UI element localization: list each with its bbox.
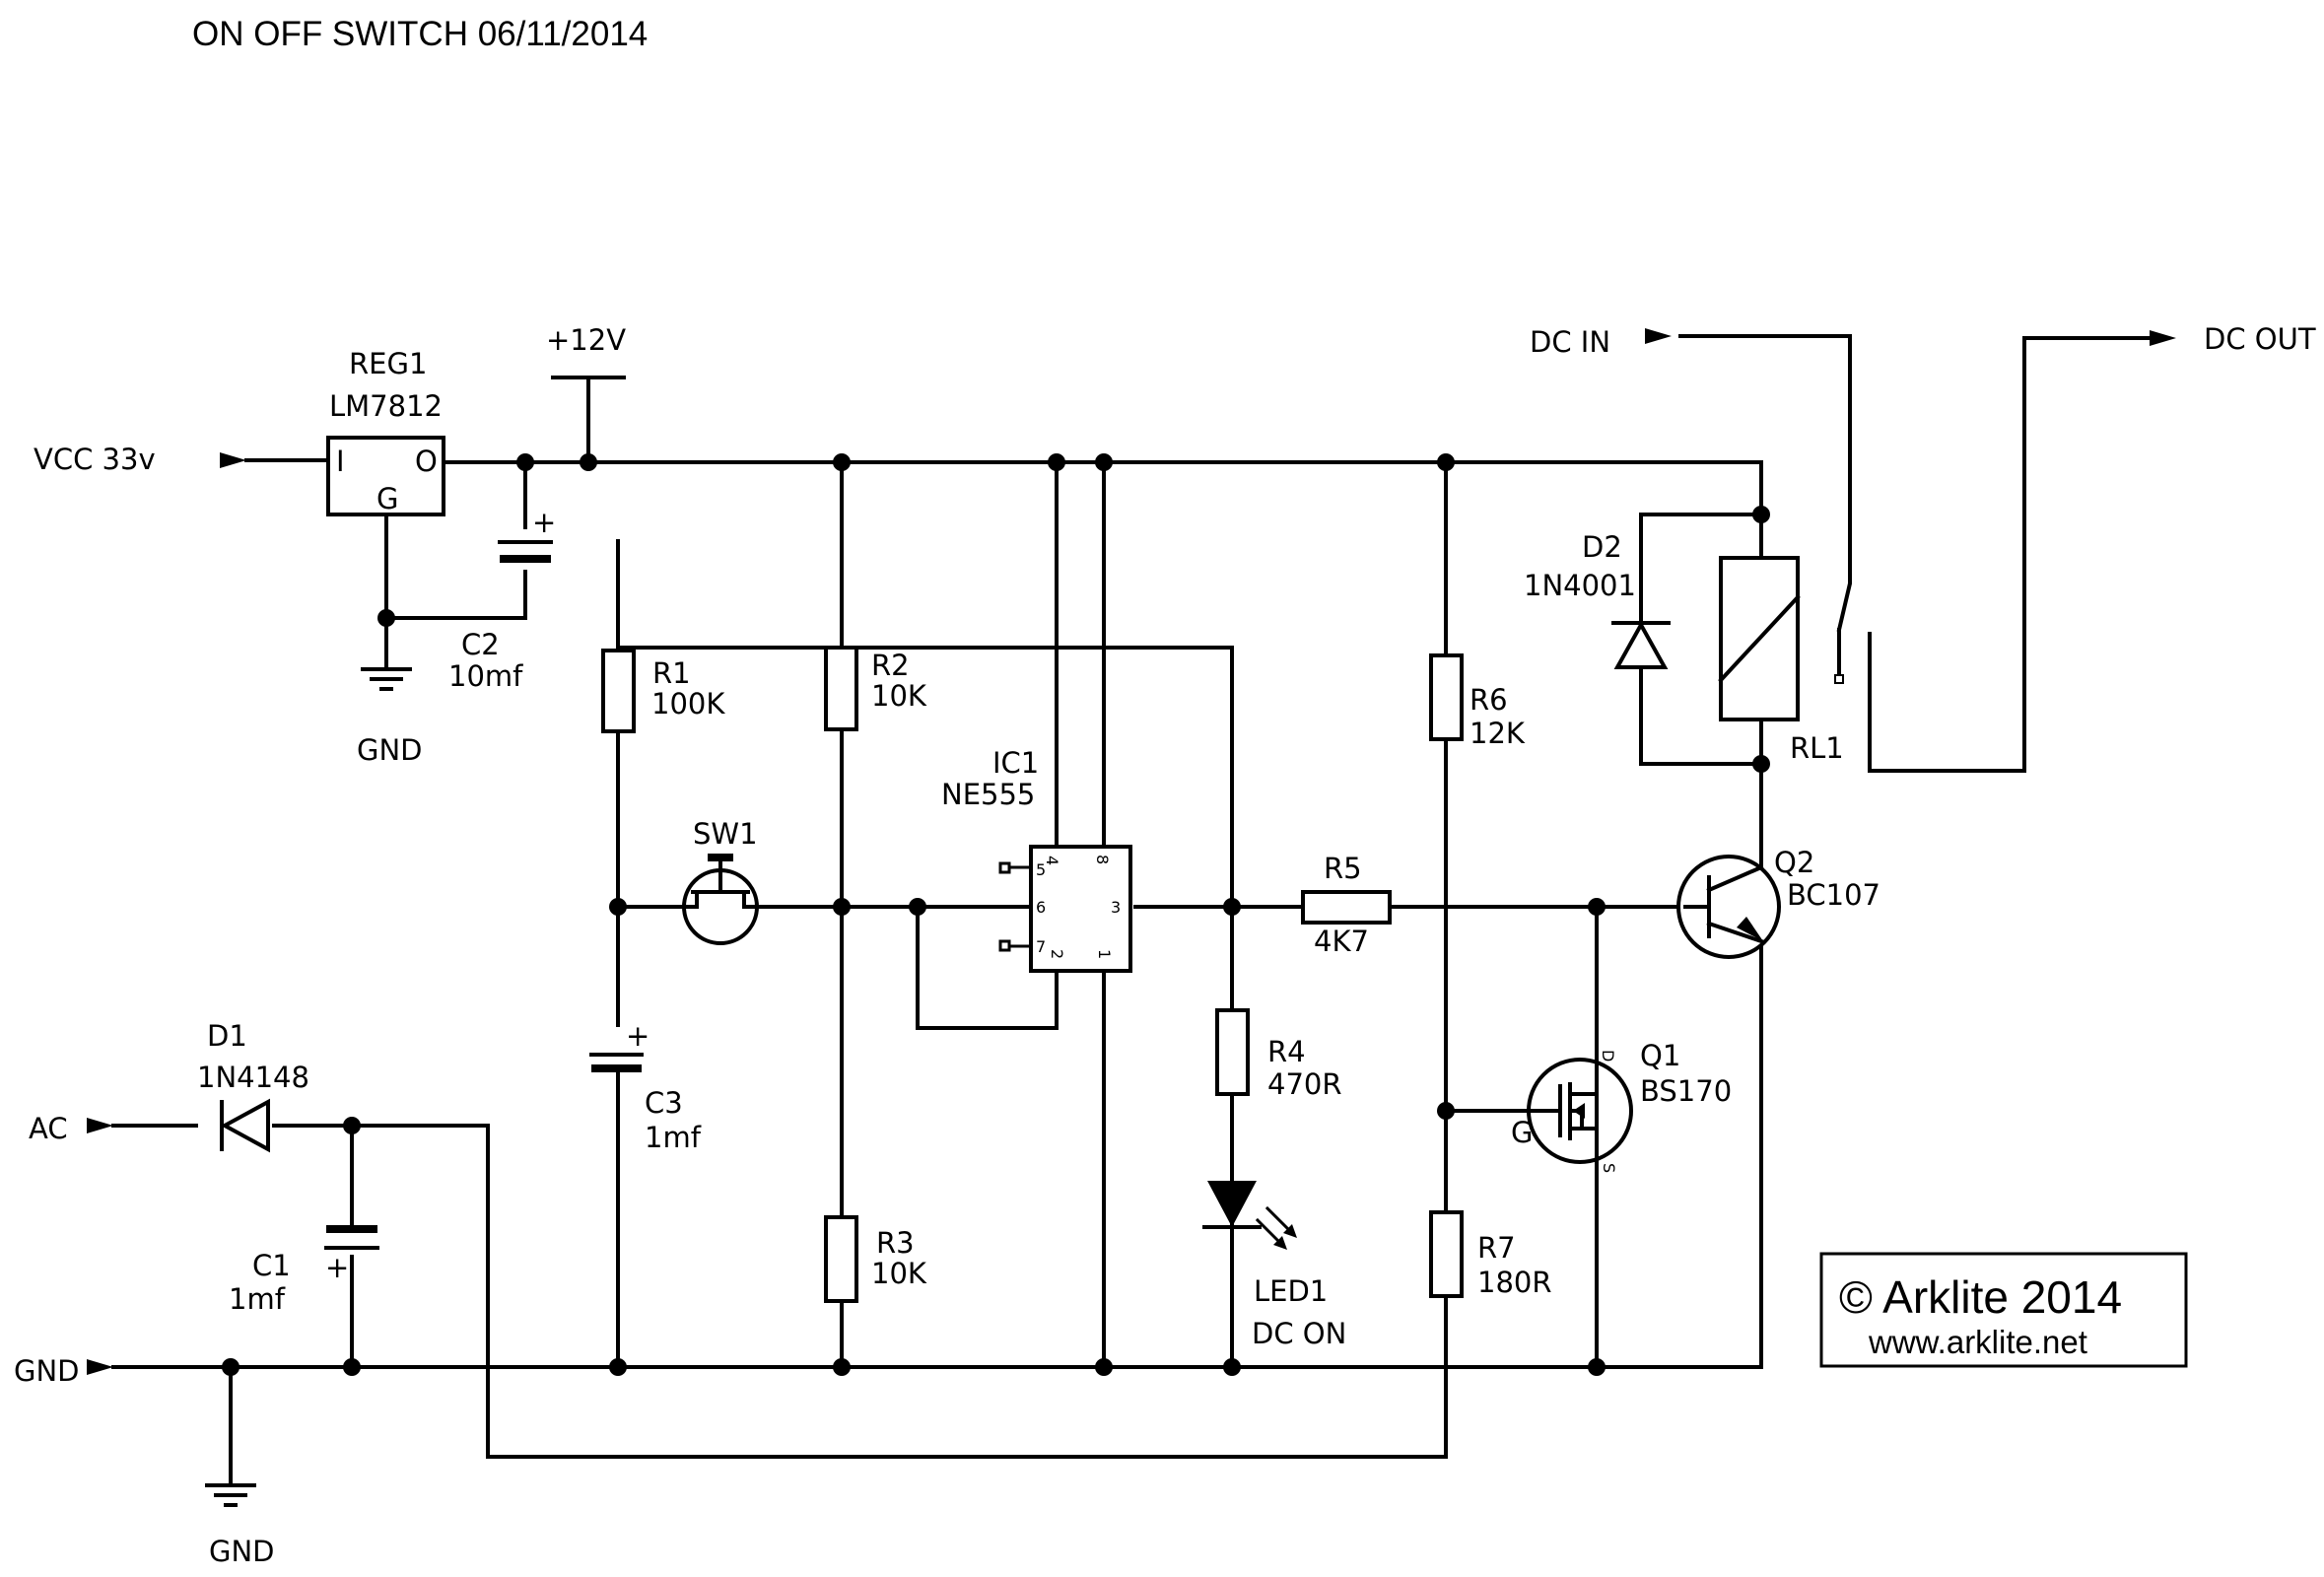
r5-resistor [1301,890,1392,925]
dc-in-label: DC IN [1530,325,1610,359]
q1-value: BS170 [1640,1074,1732,1108]
led1-value: DC ON [1252,1317,1346,1350]
r1-ref: R1 [652,656,691,690]
dc-in-arrow [1645,328,1672,344]
led1 [1202,1181,1297,1250]
r1-resistor [601,649,636,733]
svg-text:4: 4 [1043,856,1061,865]
d1-value: 1N4148 [197,1061,309,1094]
reg1-value: LM7812 [329,389,443,423]
svg-text:2: 2 [1048,949,1066,959]
r4-resistor [1215,1008,1250,1096]
r4-ref: R4 [1267,1035,1306,1068]
svg-text:8: 8 [1093,855,1112,864]
r3-ref: R3 [876,1226,915,1260]
svg-text:+: + [626,1019,649,1053]
rl1-ref: RL1 [1790,731,1844,765]
ic1-value: NE555 [941,778,1035,811]
r2-value: 10K [871,679,927,713]
copyright-box: © Arklite 2014 www.arklite.net [1819,1252,2188,1368]
rl1-relay-coil [1718,556,1801,721]
ac-arrow [87,1118,113,1133]
svg-text:5: 5 [1036,860,1046,879]
q1-pin-g: G [1511,1116,1533,1149]
c3-ref: C3 [645,1086,683,1120]
q2-npn-transistor [1676,855,1781,959]
gnd-arrow [87,1359,113,1375]
c1-ref: C1 [252,1249,291,1282]
q2-ref: Q2 [1774,846,1814,879]
r6-value: 12K [1470,717,1526,750]
d2-value: 1N4001 [1524,569,1636,602]
led1-ref: LED1 [1254,1274,1328,1308]
gnd-label-reg: GND [357,733,423,767]
ground-symbol-bottom [205,1483,256,1507]
q1-pin-d: D [1599,1050,1617,1062]
ground-symbol-reg [361,667,412,691]
d2-diode [1611,620,1671,669]
copyright-line2: www.arklite.net [1868,1324,2087,1360]
svg-text:+: + [532,506,556,539]
c2-value: 10mf [448,659,523,693]
svg-text:1: 1 [1095,949,1114,959]
r3-resistor [824,1215,858,1303]
r2-ref: R2 [871,649,910,682]
junction-dots [222,453,1770,1376]
c3-value: 1mf [645,1121,702,1154]
r4-value: 470R [1267,1067,1342,1101]
r7-resistor [1429,1210,1464,1298]
svg-text:7: 7 [1036,937,1046,956]
r5-ref: R5 [1324,852,1362,885]
dc-out-arrow [2150,330,2176,346]
svg-text:6: 6 [1036,898,1046,917]
sw1-pushbutton [679,854,762,945]
ac-port-label: AC [29,1112,68,1145]
r6-resistor [1429,653,1464,741]
ic1-ref: IC1 [992,746,1039,780]
r5-value: 4K7 [1314,925,1369,958]
svg-text:3: 3 [1111,898,1121,917]
reg1-ref: REG1 [349,347,427,380]
c2-capacitor: + [498,506,556,563]
r2-resistor [824,646,858,731]
q2-value: BC107 [1787,878,1880,912]
reg1-regulator: I O G [326,436,445,516]
r6-ref: R6 [1470,683,1508,717]
vcc-arrow [220,452,246,468]
q1-pin-s: S [1600,1163,1618,1173]
c1-capacitor: + [324,1225,379,1284]
vcc-port-label: VCC 33v [34,443,156,476]
r3-value: 10K [871,1257,927,1290]
r7-value: 180R [1477,1266,1552,1299]
reg1-pin-out: O [415,445,438,478]
plus12v-label: +12V [546,323,626,357]
q1-mosfet [1527,1058,1633,1165]
c1-value: 1mf [229,1282,286,1316]
q1-ref: Q1 [1640,1039,1680,1072]
rl1-contact [1834,674,1844,684]
d2-ref: D2 [1582,530,1622,564]
c2-ref: C2 [461,628,500,661]
d1-diode [220,1098,270,1153]
reg1-pin-gnd: G [376,482,398,515]
c3-capacitor: + [589,1019,649,1072]
ic1-ne555: 4 8 5 6 7 2 1 3 [998,845,1132,973]
dc-out-label: DC OUT [2204,322,2316,356]
copyright-line1: © Arklite 2014 [1839,1271,2122,1323]
r1-value: 100K [651,687,725,720]
d1-ref: D1 [207,1019,247,1053]
schematic-title: ON OFF SWITCH 06/11/2014 [192,15,648,53]
svg-text:+: + [325,1251,349,1284]
sw1-ref: SW1 [693,817,758,851]
r7-ref: R7 [1477,1231,1516,1265]
reg1-pin-in: I [336,445,345,478]
gnd-label-bottom: GND [209,1535,275,1568]
gnd-port-label: GND [14,1354,80,1388]
